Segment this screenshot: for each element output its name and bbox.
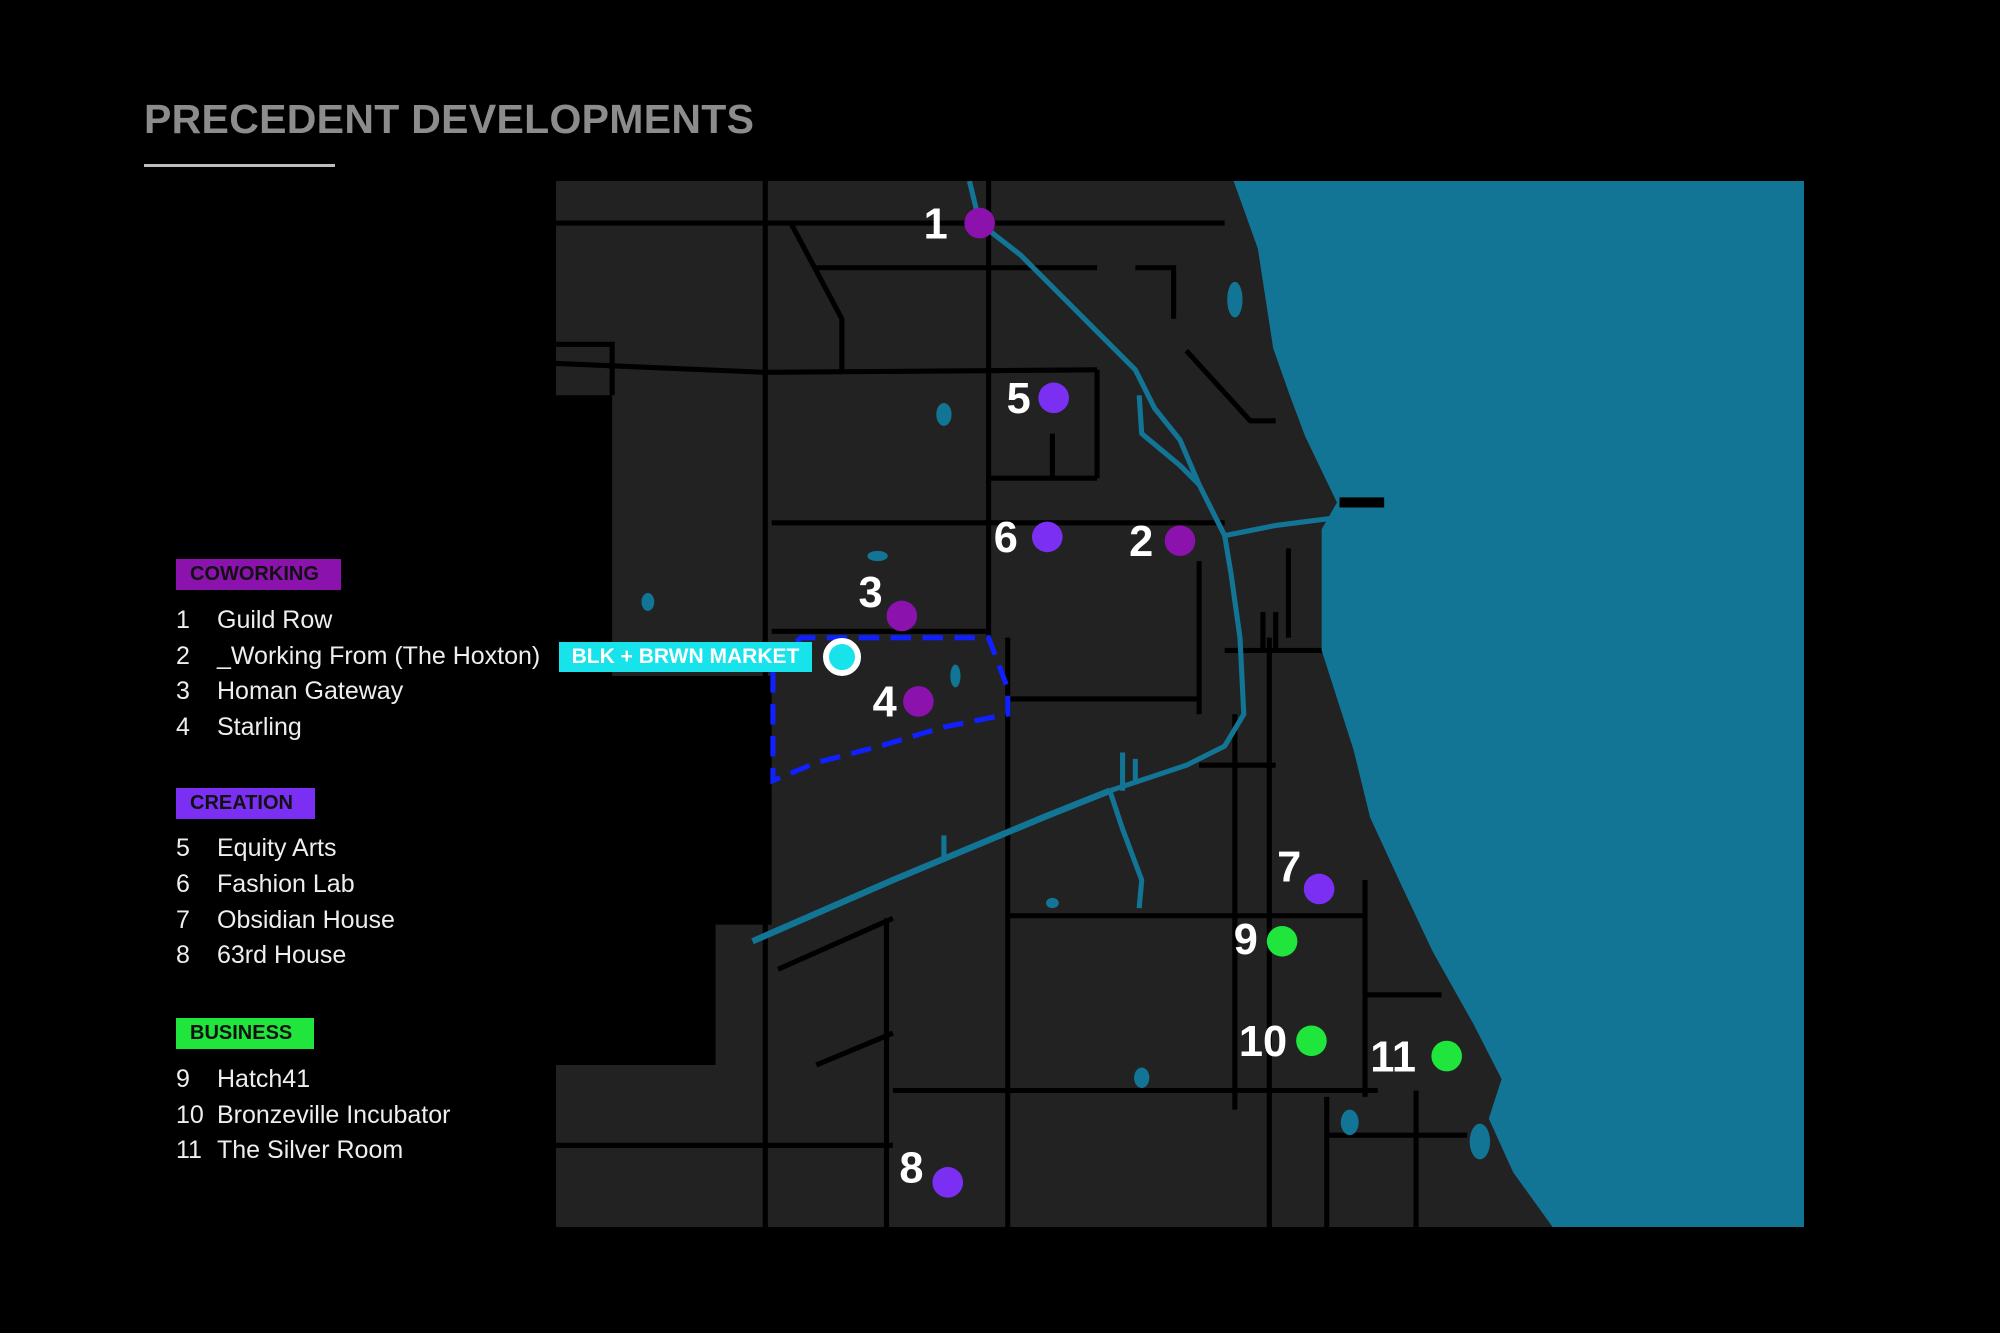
pier [1339, 497, 1385, 508]
legend-badge-business: BUSINESS [176, 1018, 315, 1049]
svg-text:5: 5 [1007, 375, 1031, 423]
marker-7[interactable]: 7 [1277, 843, 1335, 905]
svg-text:3: 3 [859, 569, 883, 617]
lake-michigan [1233, 181, 1804, 1227]
legend-item: 2_Working From (The Hoxton) [176, 642, 541, 670]
marker-8[interactable]: 8 [899, 1144, 964, 1198]
svg-text:4: 4 [873, 679, 897, 727]
svg-text:8: 8 [899, 1144, 923, 1192]
outside-area [556, 395, 772, 1065]
page-title: PRECEDENT DEVELOPMENTS [144, 96, 755, 142]
marker-11[interactable]: 11 [1370, 1033, 1463, 1081]
marker-1[interactable]: 1 [924, 200, 995, 248]
title-underline [144, 164, 335, 167]
legend-badge-creation: CREATION [176, 788, 315, 819]
market-label: BLK + BRWN MARKET [559, 642, 812, 672]
rivers [751, 181, 1347, 945]
marker-6[interactable]: 6 [994, 514, 1063, 562]
svg-text:2: 2 [1129, 518, 1153, 566]
legend-badge-coworking: COWORKING [176, 559, 341, 590]
ponds [641, 281, 1491, 1160]
city-map[interactable]: 1 2 3 4 5 6 7 8 9 10 11 [556, 181, 1804, 1227]
market-boundary [770, 635, 1011, 785]
svg-text:1: 1 [924, 200, 948, 248]
svg-text:6: 6 [994, 514, 1018, 562]
svg-text:10: 10 [1239, 1018, 1287, 1066]
market-location-marker[interactable] [823, 638, 861, 676]
marker-4[interactable]: 4 [873, 679, 934, 727]
svg-text:7: 7 [1277, 843, 1301, 891]
marker-2[interactable]: 2 [1129, 518, 1196, 566]
marker-3[interactable]: 3 [859, 569, 918, 632]
svg-text:11: 11 [1370, 1033, 1416, 1081]
marker-5[interactable]: 5 [1007, 375, 1069, 423]
marker-9[interactable]: 9 [1234, 916, 1298, 964]
marker-10[interactable]: 10 [1239, 1018, 1327, 1066]
svg-text:9: 9 [1234, 916, 1258, 964]
